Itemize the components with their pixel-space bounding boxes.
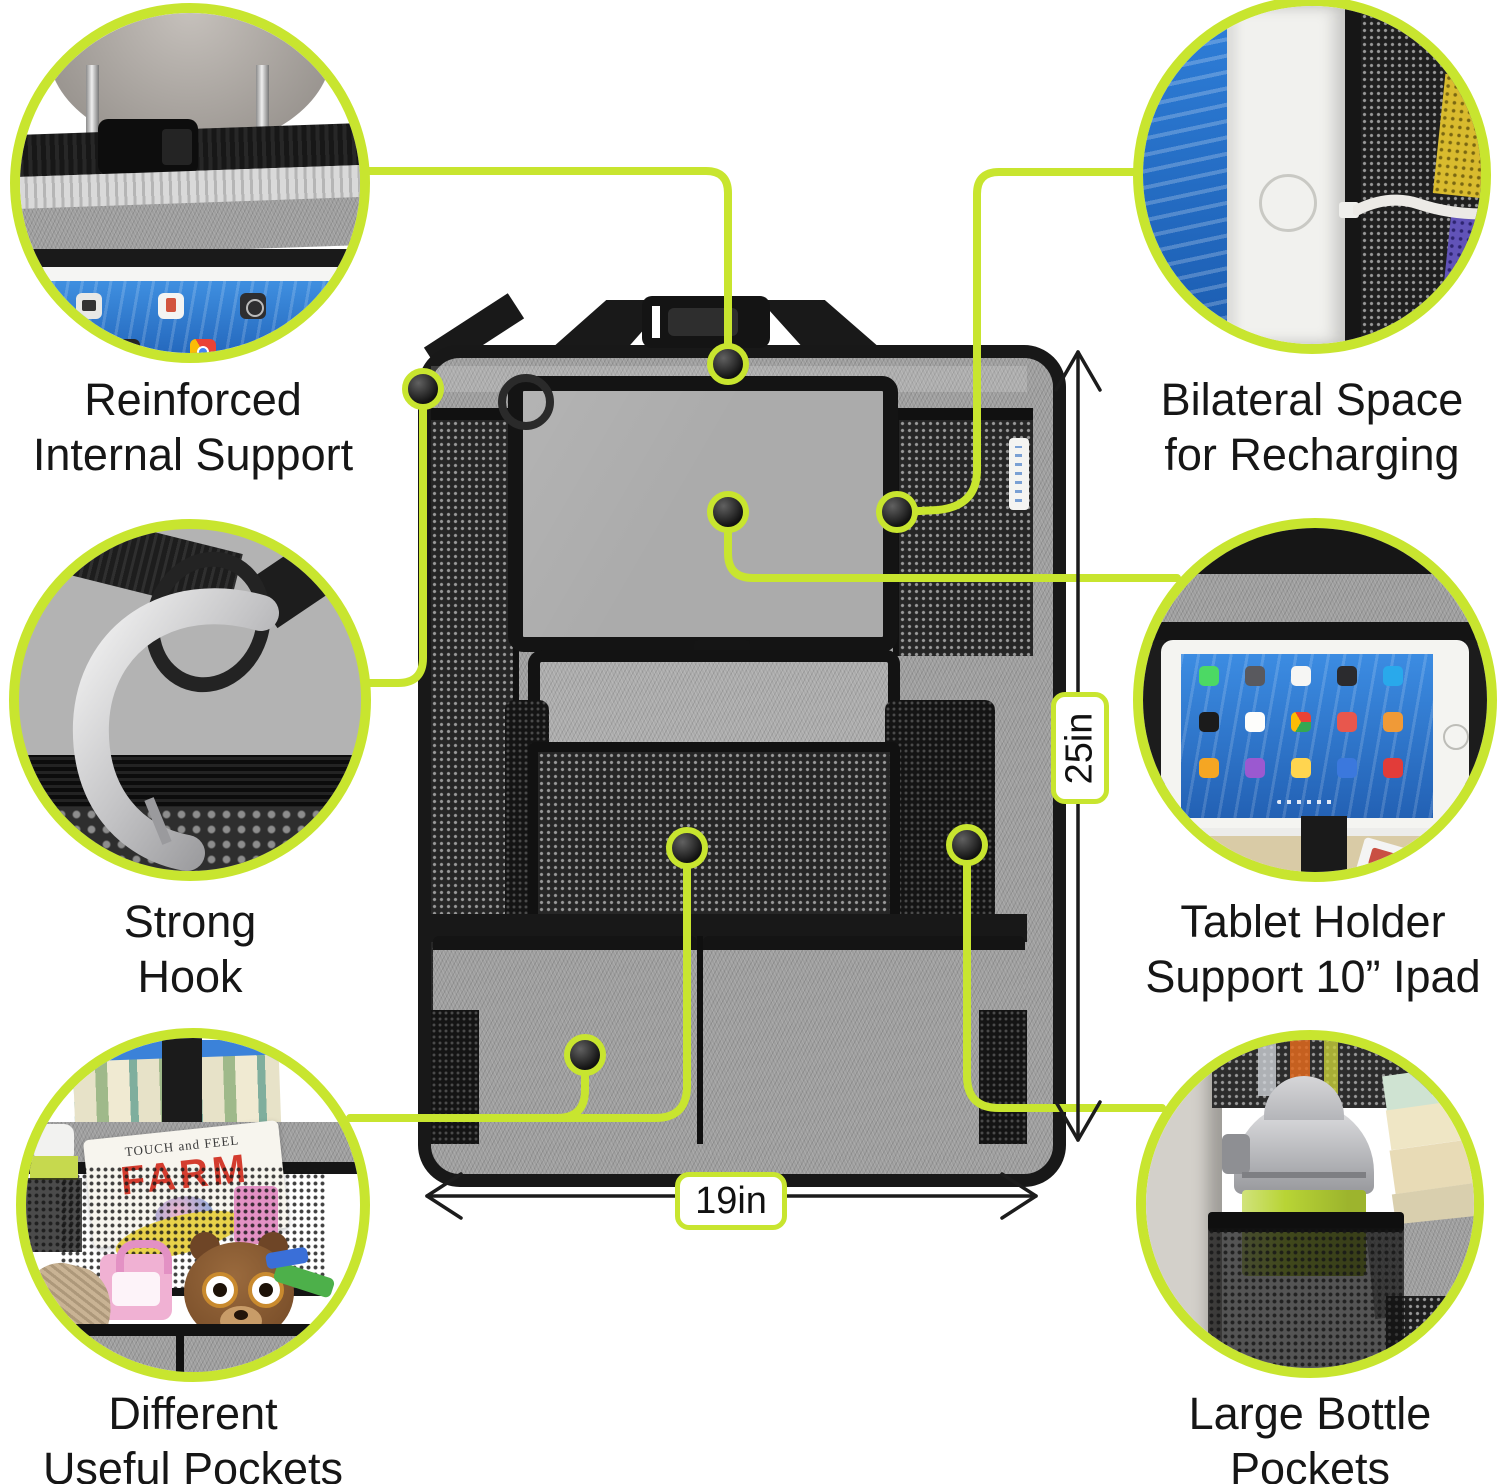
window-trim <box>1143 622 1487 644</box>
bottom-pockets-band <box>26 1324 360 1372</box>
ipad <box>1161 640 1469 832</box>
caption-line: Reinforced <box>84 374 302 425</box>
connector-pockets-main <box>346 852 691 1122</box>
tablet-side-bezel <box>1227 6 1345 344</box>
connector-recharging <box>897 168 1139 516</box>
d-ring <box>498 374 554 430</box>
callout-circle-pockets: TOUCH and FEEL FARM <box>16 1028 370 1382</box>
organizer-body <box>418 345 1066 1187</box>
caption-line: Internal Support <box>32 429 354 480</box>
pocket-seam <box>1345 6 1361 344</box>
connector-hook <box>364 394 427 687</box>
callout-circle-hook <box>9 519 371 881</box>
caption-reinforced: Reinforced Internal Support <box>0 372 453 482</box>
water-bottle-left <box>26 1124 82 1252</box>
height-dimension-label: 25in <box>1051 692 1109 804</box>
callout-point-hook <box>402 368 444 410</box>
connector-pockets-branch <box>553 1058 589 1122</box>
tablet-bezel-strip <box>20 267 360 283</box>
callout-circle-bottle <box>1136 1030 1484 1378</box>
caption-line: Bilateral Space <box>1160 374 1464 425</box>
organizer-top-fabric <box>1143 574 1487 626</box>
caption-recharging: Bilateral Space for Recharging <box>1052 372 1500 482</box>
caption-line: Tablet Holder <box>1180 896 1446 947</box>
caption-line: Strong <box>123 896 257 947</box>
organizer-top-band <box>1143 528 1487 580</box>
callout-circle-reinforced <box>10 3 370 363</box>
ipad-screen <box>1181 654 1433 818</box>
caption-hook: Strong Hook <box>0 894 450 1004</box>
callout-point-pockets-mesh <box>666 827 708 869</box>
home-button <box>1259 174 1317 232</box>
height-value: 25in <box>1058 712 1101 784</box>
brand-tag <box>1009 438 1029 510</box>
thermos-lid <box>1222 1076 1374 1194</box>
screen-edge <box>1143 6 1227 344</box>
caption-tablet: Tablet Holder Support 10” Ipad <box>1053 894 1500 1004</box>
black-trim-band <box>20 249 360 269</box>
charging-cable <box>1353 194 1481 220</box>
caption-pockets: Different Useful Pockets <box>0 1386 453 1484</box>
width-dimension-label: 19in <box>675 1172 787 1230</box>
callout-circle-tablet <box>1133 518 1497 882</box>
connector-bottle <box>963 849 1166 1112</box>
caption-line: Hook <box>137 951 243 1002</box>
tablet-window-flap <box>508 376 898 652</box>
connector-tablet <box>724 516 1181 582</box>
bottom-pocket-seam <box>697 936 703 1144</box>
connector-reinforced <box>364 167 732 356</box>
book-strap <box>162 1038 202 1130</box>
bottom-far-right-pocket <box>979 1010 1027 1144</box>
velcro-strap <box>1301 816 1347 872</box>
callout-point-bottle <box>946 824 988 866</box>
pink-toy-case <box>100 1240 172 1320</box>
carabiner-hook <box>72 588 279 871</box>
caption-line: Different <box>108 1388 278 1439</box>
strap-buckle <box>642 296 770 348</box>
side-shadow-right <box>1465 640 1487 834</box>
bottle-mesh-pocket <box>1208 1212 1404 1368</box>
caption-line: Support 10” Ipad <box>1145 951 1481 1002</box>
caption-line: Large Bottle <box>1188 1388 1432 1439</box>
side-shadow-left <box>1143 640 1165 834</box>
strap-buckle-closeup <box>98 119 198 175</box>
caption-line: Pockets <box>1229 1443 1391 1484</box>
ipad-home-button <box>1443 724 1469 750</box>
caption-line: for Recharging <box>1164 429 1460 480</box>
callout-point-reinforced <box>707 343 749 385</box>
callout-circle-recharging <box>1133 0 1491 354</box>
caption-bottle: Large Bottle Pockets <box>1050 1386 1500 1484</box>
width-value: 19in <box>695 1179 767 1222</box>
bottom-right-pocket <box>703 936 1025 1158</box>
caption-line: Useful Pockets <box>42 1443 344 1484</box>
callout-point-recharging <box>876 491 918 533</box>
callout-point-pockets-bottom <box>564 1034 606 1076</box>
tablet-screen <box>20 281 360 353</box>
callout-point-tablet <box>707 491 749 533</box>
